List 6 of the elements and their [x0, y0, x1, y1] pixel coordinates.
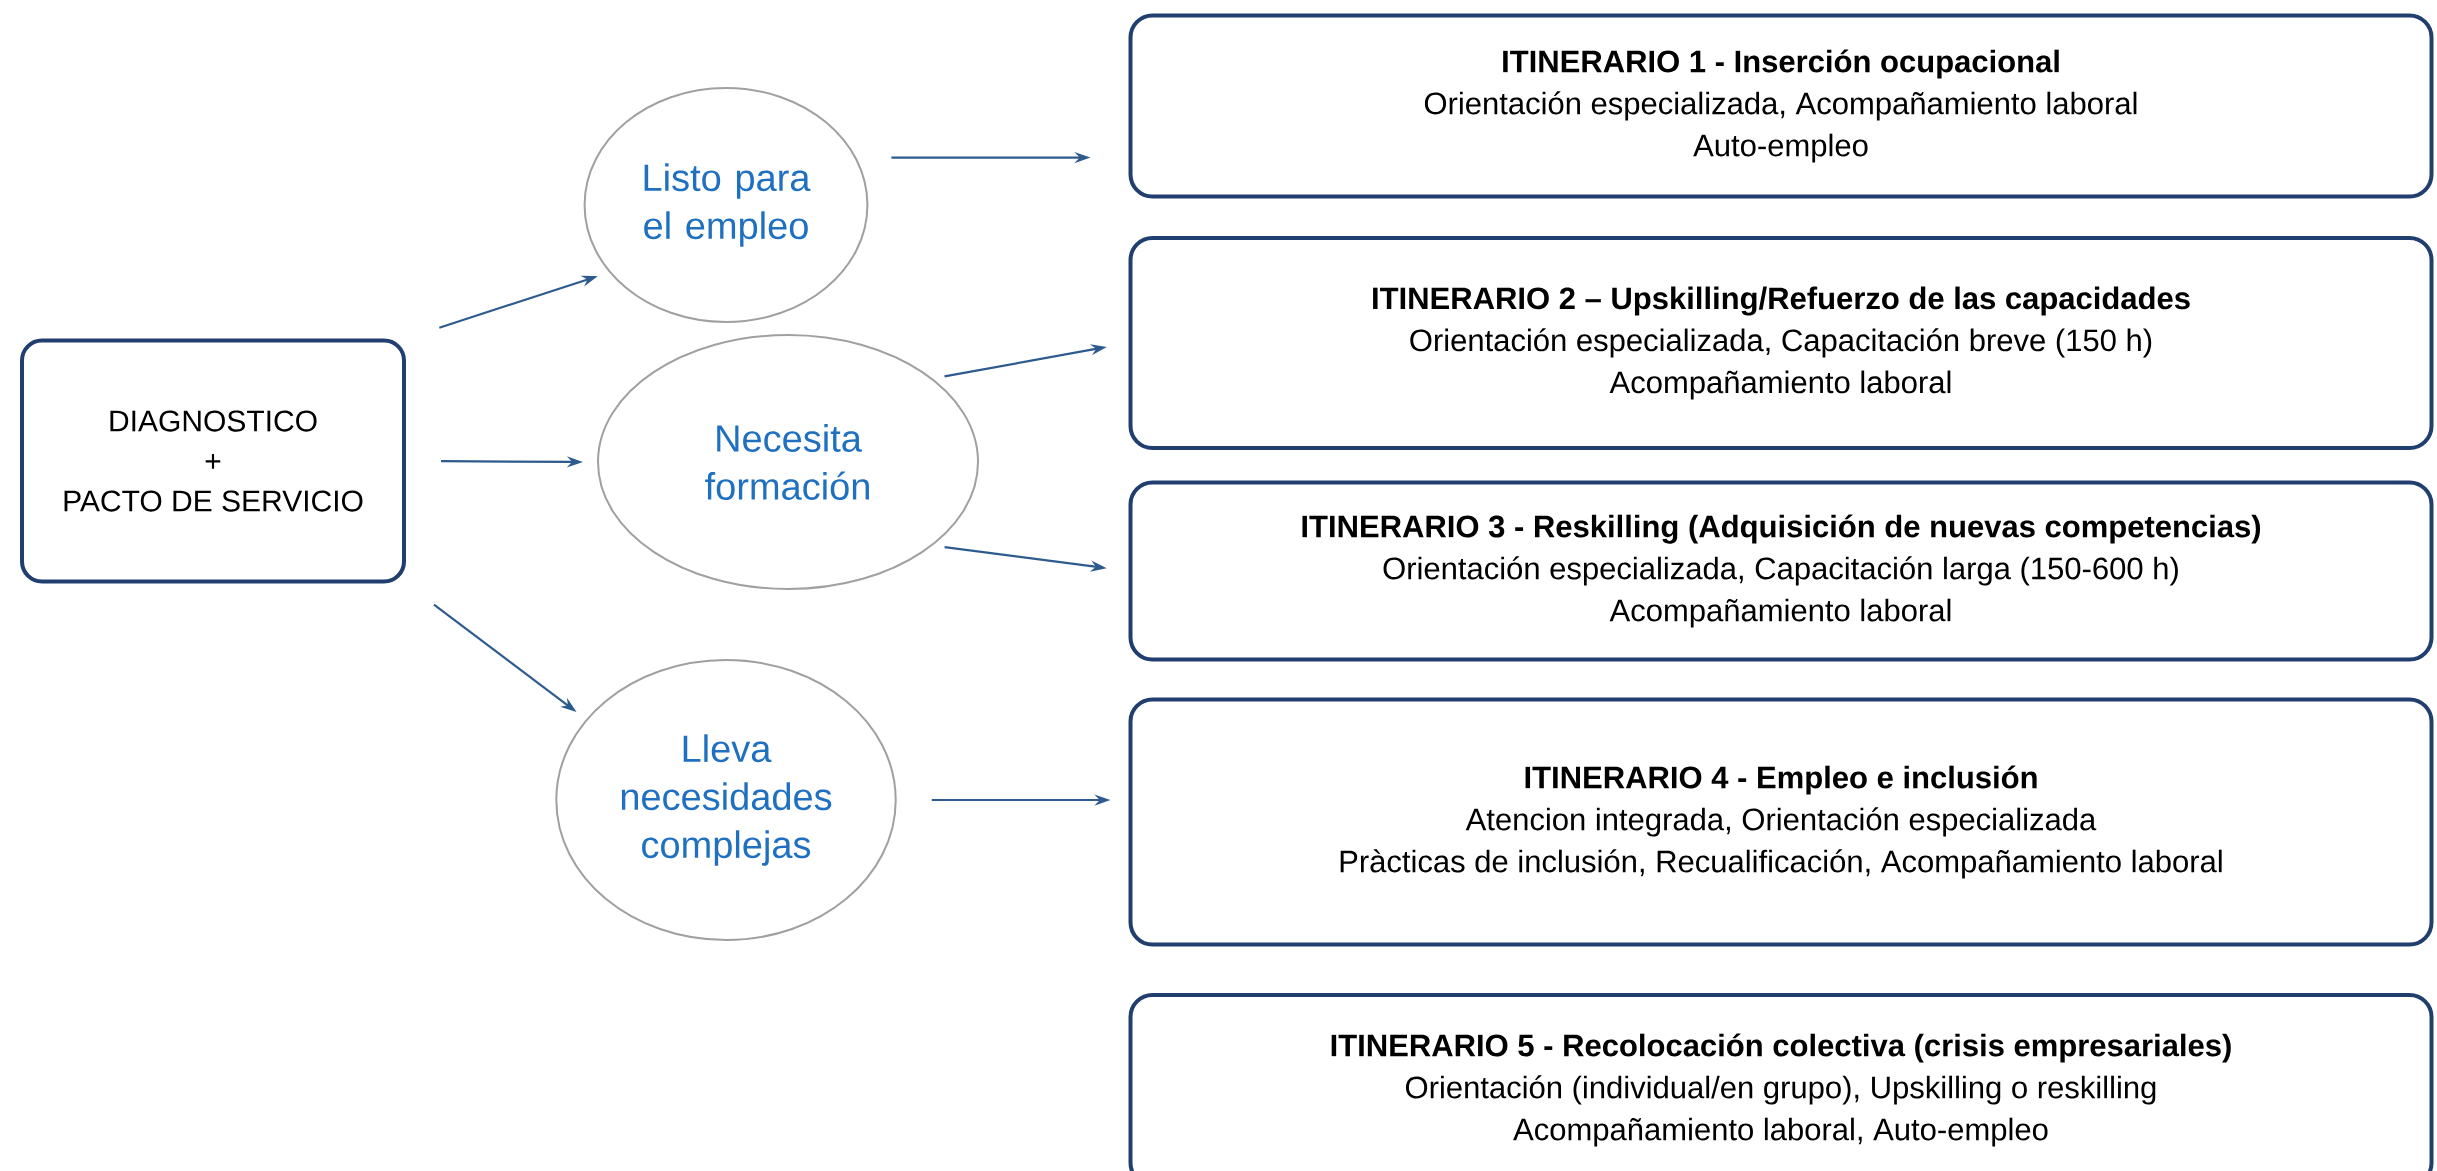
itinerary-box: ITINERARIO 2 – Upskilling/Refuerzo de las capacidades Orientación especializada, Capacitación breve (150 h) Acompañamiento laboral — [1128, 236, 2434, 450]
process-box: DIAGNOSTICO + PACTO DE SERVICIO — [20, 338, 406, 584]
itinerary-box: ITINERARIO 4 - Empleo e inclusión Atencion integrada, Orientación especializada Pràcticas de inclusión, Recualificación, Acompañamiento laboral — [1128, 697, 2434, 947]
itinerary-box: ITINERARIO 5 - Recolocación colectiva (crisis empresariales) Orientación (individual/en grupo), Upskilling o reskilling Acompañamiento laboral, Auto-empleo — [1128, 993, 2434, 1171]
itinerary-box: ITINERARIO 3 - Reskilling (Adquisición de nuevas competencias) Orientación especializada, Capacitación larga (150-600 h) Acompañamiento laboral — [1128, 480, 2434, 662]
itinerary-box: ITINERARIO 1 - Inserción ocupacional Orientación especializada, Acompañamiento laboral Auto-empleo — [1128, 13, 2434, 199]
